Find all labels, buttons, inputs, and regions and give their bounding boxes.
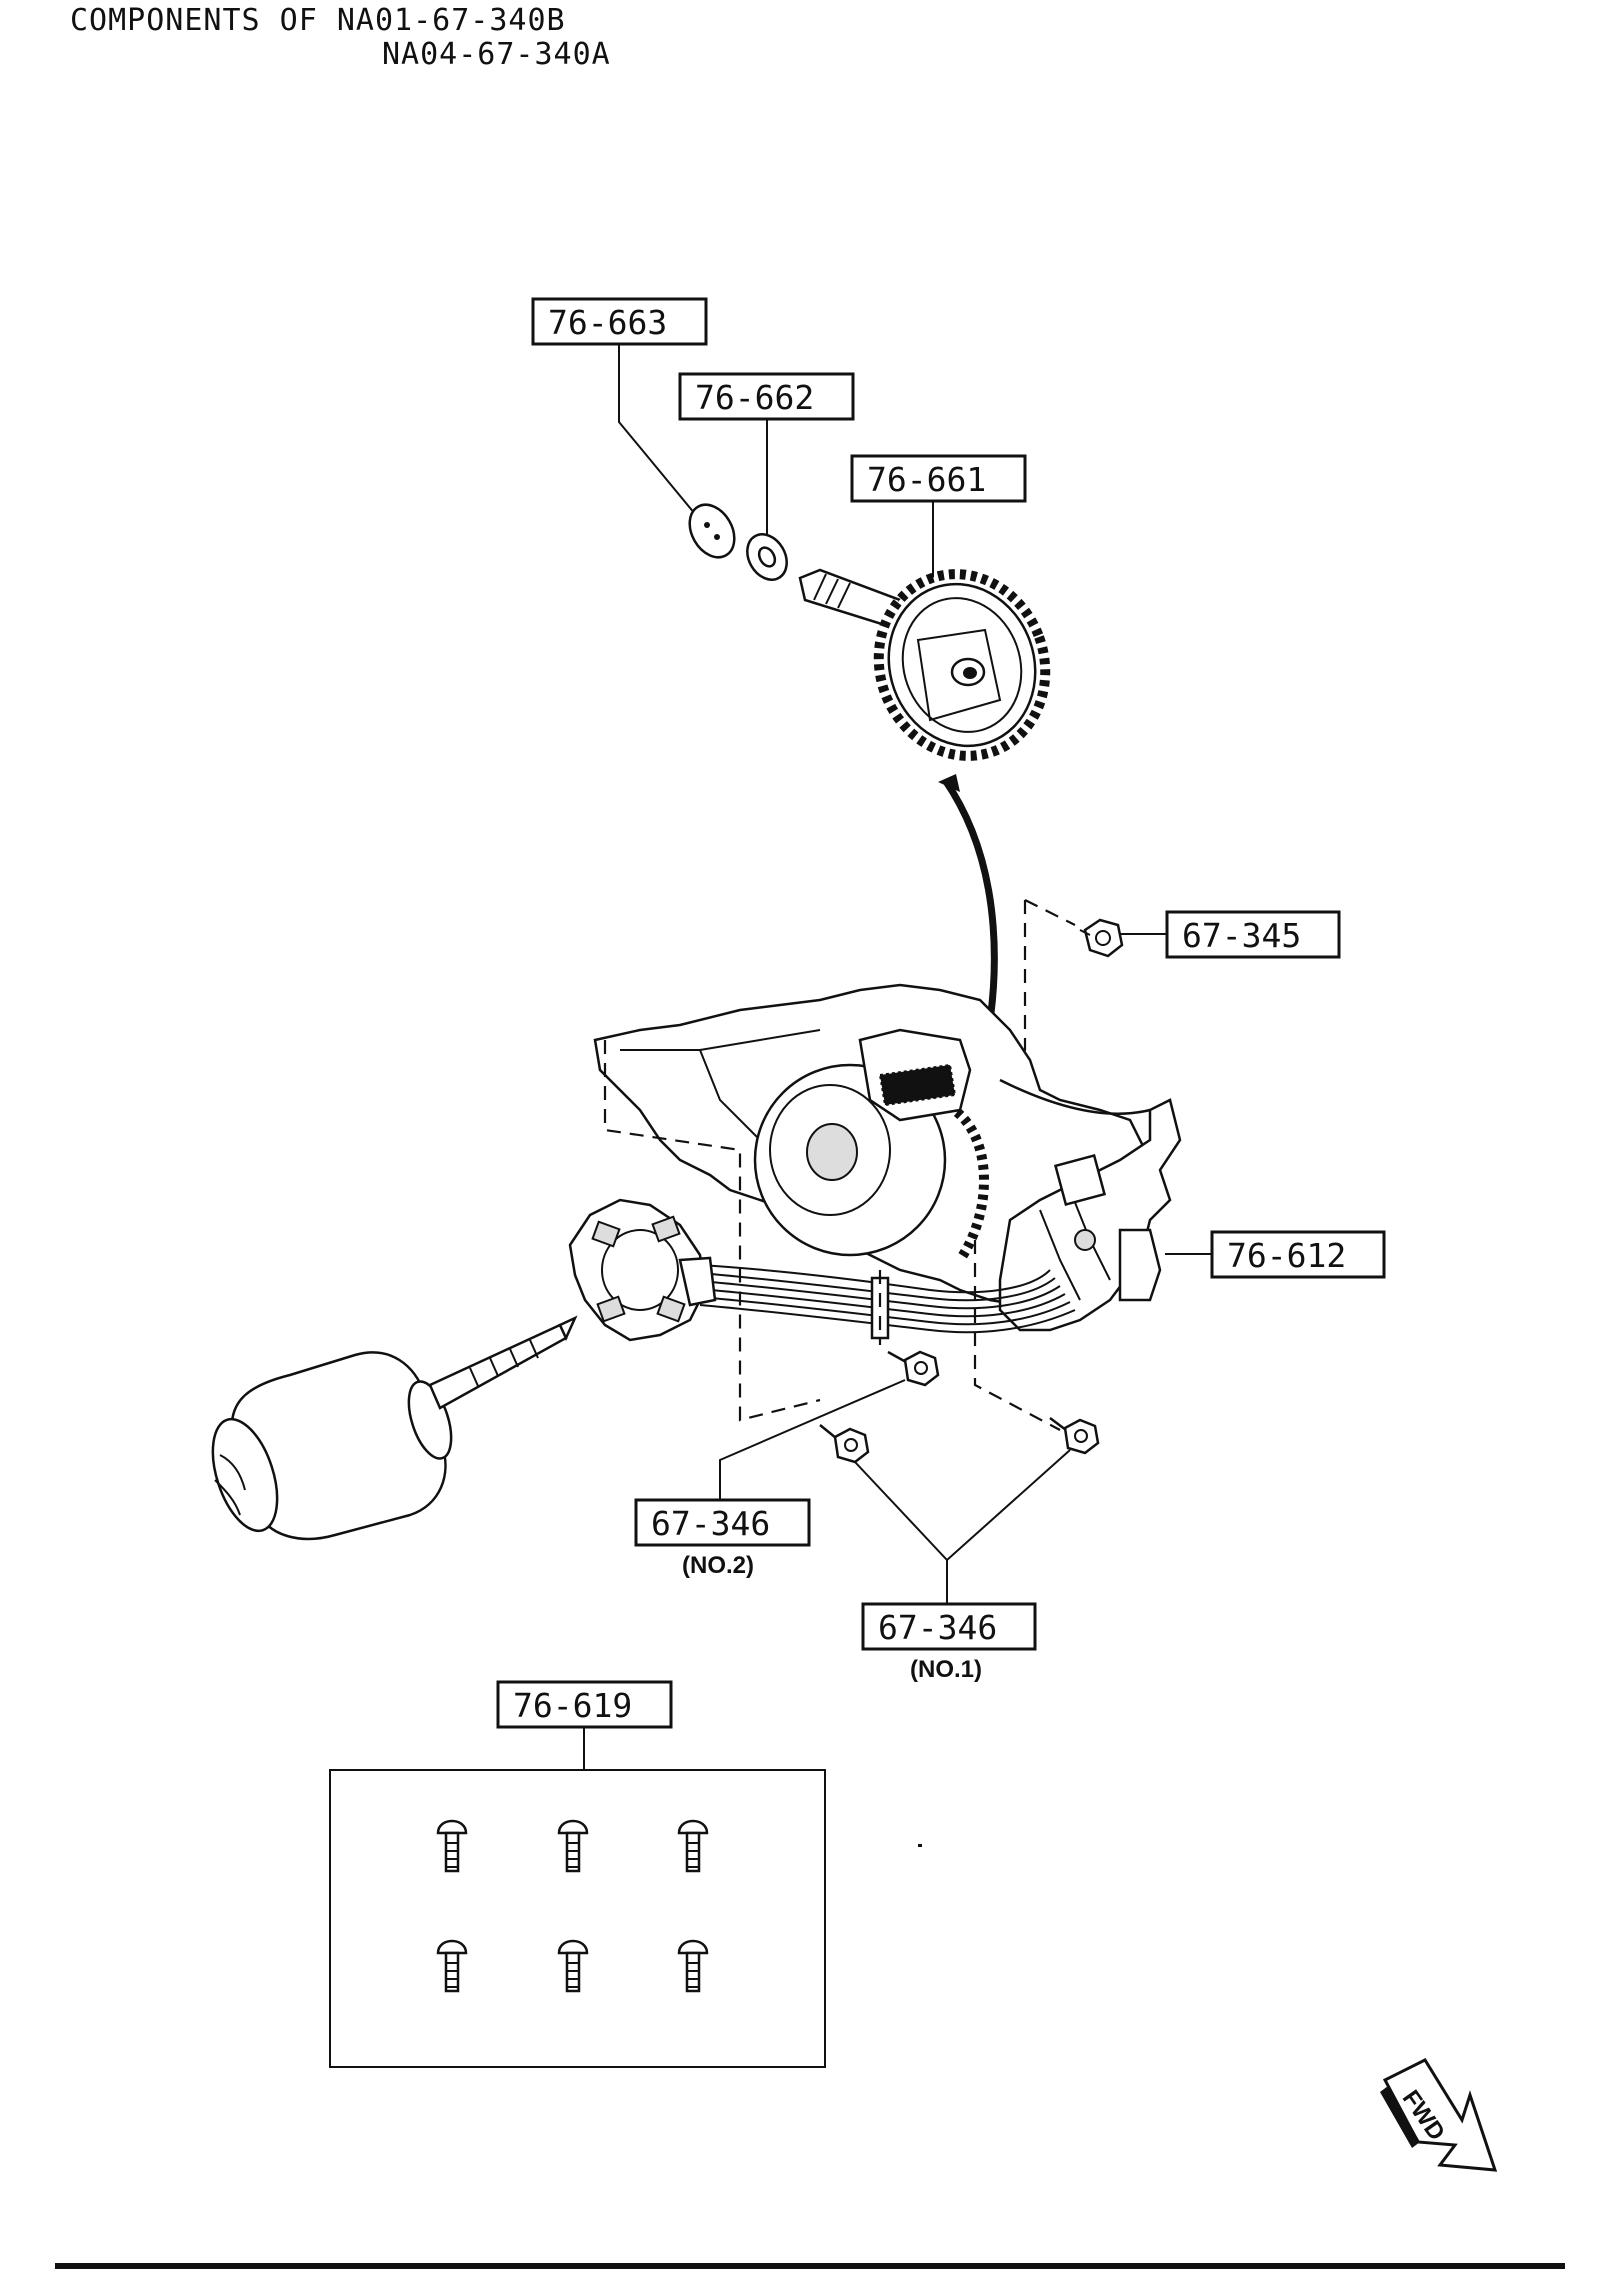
callout-67-345-label: 67-345 xyxy=(1182,916,1301,955)
brush-holder-part xyxy=(998,1098,1182,1332)
callout-67-346-no1[interactable]: 67-346 (NO.1) xyxy=(861,1602,1037,1683)
callout-67-346-no2-label: 67-346 xyxy=(651,1504,770,1543)
screw-5 xyxy=(557,1939,589,1993)
callout-76-663[interactable]: 76-663 xyxy=(531,297,708,346)
screw-1 xyxy=(436,1819,468,1873)
callout-76-662-label: 76-662 xyxy=(695,378,814,417)
screw-2 xyxy=(557,1819,589,1873)
callout-76-619[interactable]: 76-619 xyxy=(496,1680,673,1729)
callout-67-346-no2[interactable]: 67-346 (NO.2) xyxy=(634,1498,811,1579)
armature-motor-part xyxy=(211,1315,578,1541)
gear-shaft-part xyxy=(798,568,1051,761)
bolt-67-346-no2-part xyxy=(887,1350,940,1387)
retaining-clip-part xyxy=(688,503,736,559)
bolt-67-346-no1-left-part xyxy=(819,1424,870,1464)
nut-67-345-part xyxy=(1079,918,1124,958)
screw-6 xyxy=(677,1939,709,1993)
callout-67-346-no1-label: 67-346 xyxy=(878,1608,997,1647)
bottom-rule xyxy=(55,2263,1565,2269)
callout-76-612[interactable]: 76-612 xyxy=(1210,1230,1386,1279)
title-line-2: NA04-67-340A xyxy=(382,37,611,72)
callout-76-612-label: 76-612 xyxy=(1227,1236,1346,1275)
callout-76-662[interactable]: 76-662 xyxy=(678,372,855,421)
washer-part xyxy=(746,533,788,581)
callout-67-345[interactable]: 67-345 xyxy=(1165,910,1341,959)
callout-76-619-label: 76-619 xyxy=(513,1686,632,1725)
callout-76-661[interactable]: 76-661 xyxy=(850,454,1027,503)
callout-67-346-no1-subtitle: (NO.1) xyxy=(910,1656,982,1683)
screw-set-part xyxy=(436,1819,709,1993)
bolt-67-346-no1-right-part xyxy=(1049,1417,1100,1455)
screw-3 xyxy=(677,1819,709,1873)
wire-harness-part xyxy=(699,1264,1076,1340)
screw-set-box xyxy=(329,1769,826,2068)
fwd-arrow-icon: FWD xyxy=(1380,2058,1498,2172)
callout-76-661-label: 76-661 xyxy=(867,460,986,499)
title-line-1: COMPONENTS OF NA01-67-340B xyxy=(70,3,566,38)
callout-67-346-no2-subtitle: (NO.2) xyxy=(682,1552,754,1579)
brush-plate-part xyxy=(568,1198,717,1342)
screw-4 xyxy=(436,1939,468,1993)
callout-76-663-label: 76-663 xyxy=(548,303,667,342)
